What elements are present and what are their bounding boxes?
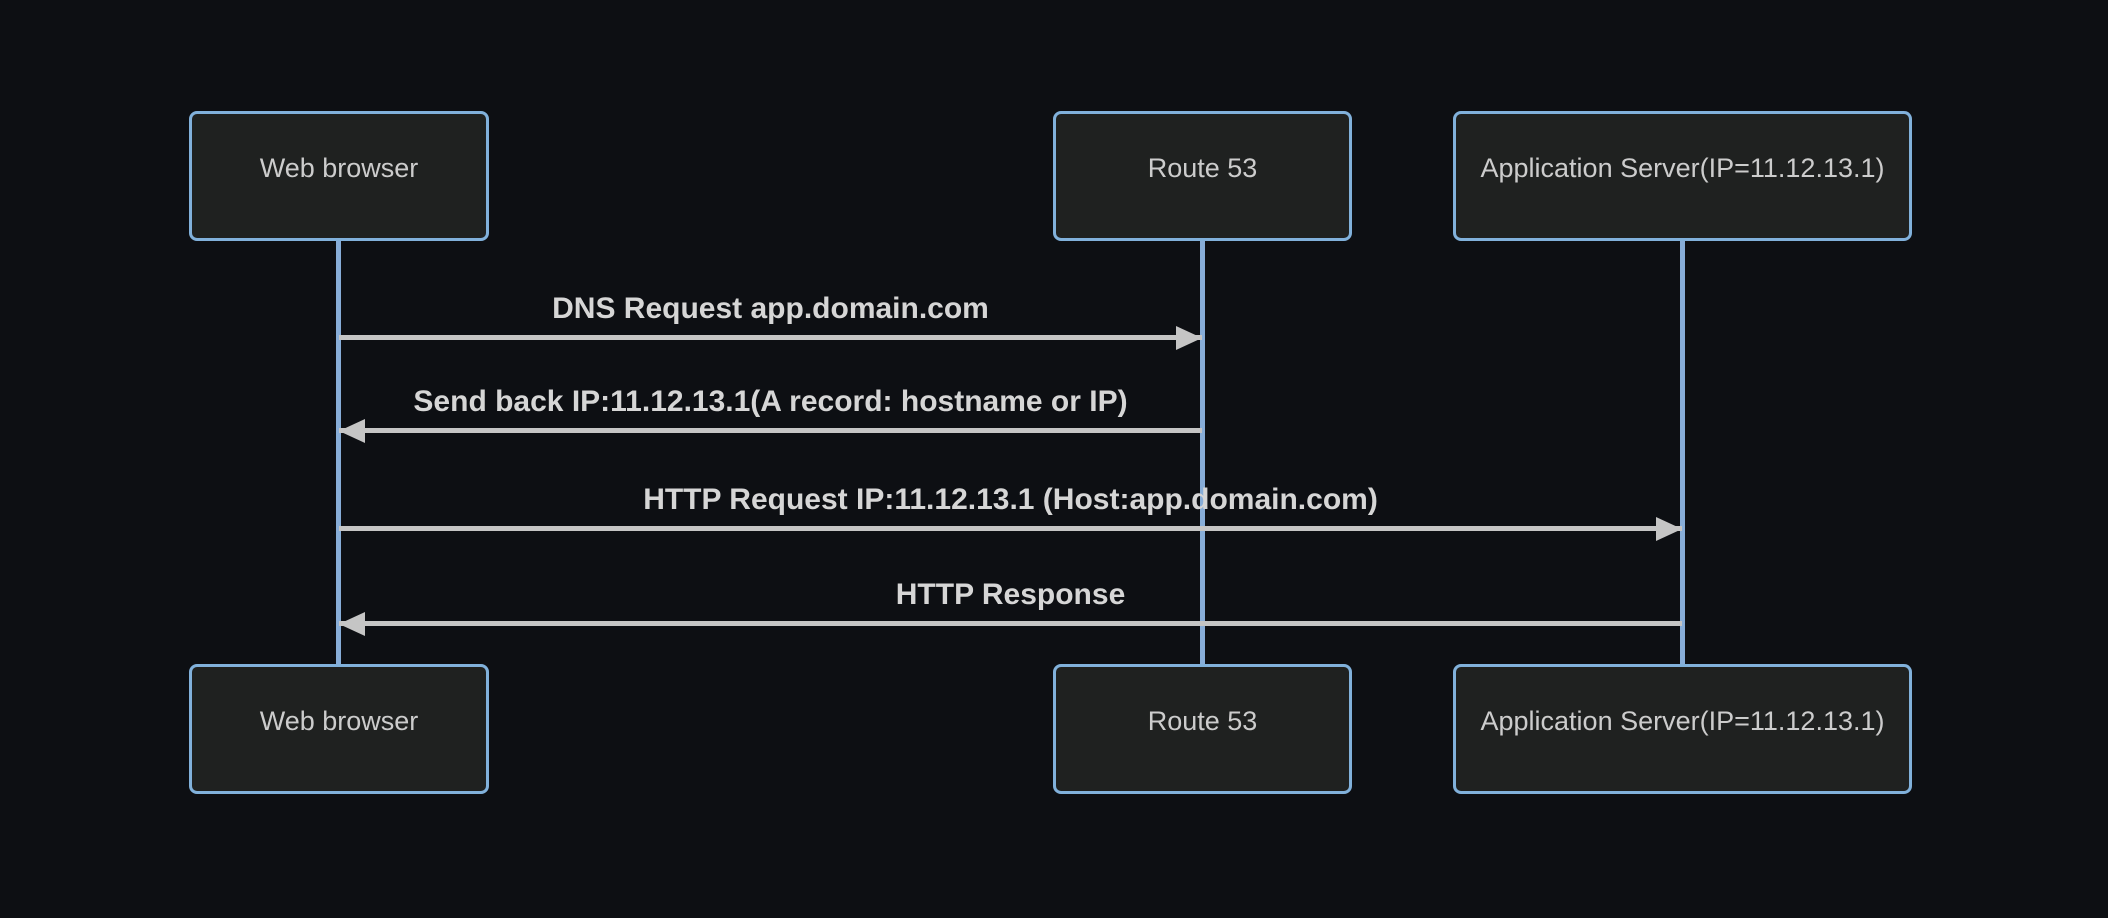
message-line <box>339 526 1682 531</box>
message-http-response: HTTP Response <box>339 571 1682 636</box>
actor-label-route53: Route 53 <box>1147 152 1258 183</box>
message-label-dns-request: DNS Request app.domain.com <box>552 292 989 325</box>
message-line <box>339 335 1202 340</box>
message-line <box>339 428 1202 433</box>
actor-box-web-browser-top: Web browser <box>189 111 489 241</box>
lifeline-web-browser <box>336 241 341 664</box>
arrowhead-left-icon <box>339 611 365 636</box>
actor-label-web-browser: Web browser <box>259 152 419 183</box>
message-http-request: HTTP Request IP:11.12.13.1 (Host:app.dom… <box>339 476 1682 541</box>
message-label-dns-response: Send back IP:11.12.13.1(A record: hostna… <box>413 385 1128 418</box>
actor-label-route53: Route 53 <box>1147 705 1258 736</box>
actor-box-route53-top: Route 53 <box>1053 111 1352 241</box>
actor-label-web-browser: Web browser <box>259 705 419 736</box>
arrowhead-left-icon <box>339 418 365 443</box>
lifeline-application-server <box>1680 241 1685 664</box>
arrowhead-right-icon <box>1656 516 1682 541</box>
message-label-http-response: HTTP Response <box>895 578 1126 611</box>
actor-label-application-server: Application Server(IP=11.12.13.1) <box>1480 152 1885 183</box>
actor-box-application-server-top: Application Server(IP=11.12.13.1) <box>1453 111 1912 241</box>
message-dns-request: DNS Request app.domain.com <box>339 285 1202 350</box>
actor-box-application-server-bottom: Application Server(IP=11.12.13.1) <box>1453 664 1912 794</box>
message-label-http-request: HTTP Request IP:11.12.13.1 (Host:app.dom… <box>643 483 1378 516</box>
lifeline-route53 <box>1200 241 1205 664</box>
actor-box-route53-bottom: Route 53 <box>1053 664 1352 794</box>
message-line <box>339 621 1682 626</box>
message-dns-response: Send back IP:11.12.13.1(A record: hostna… <box>339 378 1202 443</box>
actor-box-web-browser-bottom: Web browser <box>189 664 489 794</box>
actor-label-application-server: Application Server(IP=11.12.13.1) <box>1480 705 1885 736</box>
arrowhead-right-icon <box>1176 325 1202 350</box>
